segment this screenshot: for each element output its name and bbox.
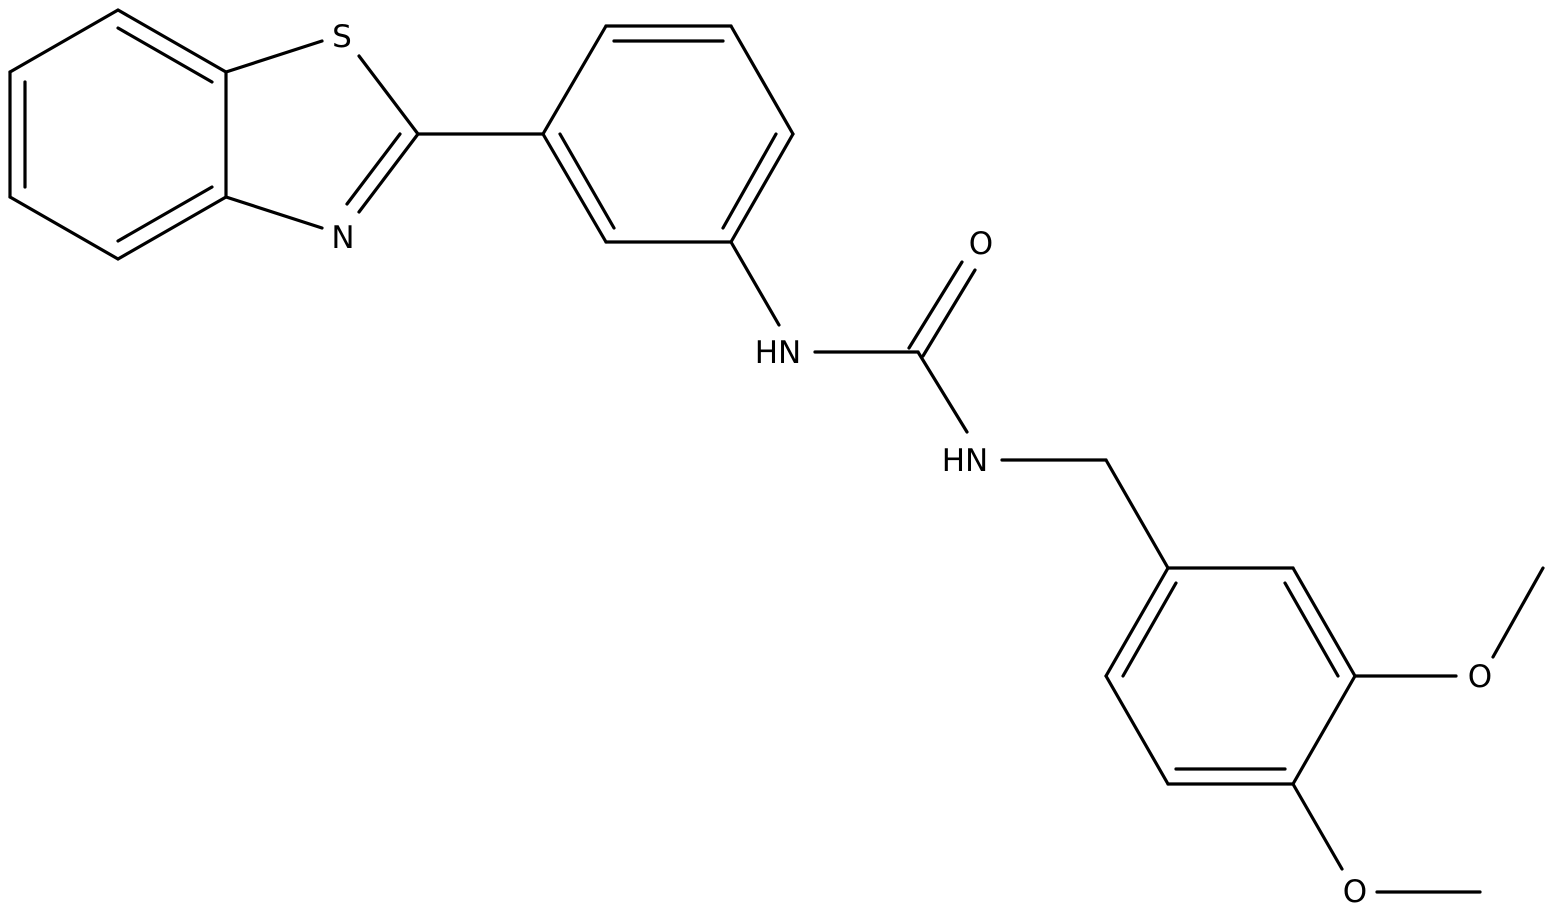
bond [1291, 674, 1357, 786]
bond [1104, 674, 1170, 786]
sulfur-atom-label: S [332, 19, 352, 55]
bond [116, 185, 214, 243]
atom-labels: S N HN O HN O O [331, 19, 1492, 910]
amine-nh-label-aryl: HN [755, 335, 802, 371]
bond [224, 195, 324, 230]
bond [116, 195, 228, 261]
carbonyl-oxygen-label: O [969, 226, 993, 262]
bond [1104, 458, 1170, 570]
bond [921, 268, 977, 358]
bond [1121, 581, 1178, 678]
methoxy-oxygen-label-upper: O [1468, 659, 1492, 695]
bond [357, 132, 420, 214]
bond [1491, 566, 1545, 659]
bond [721, 132, 778, 230]
bond [916, 350, 969, 434]
bonds [8, 8, 1545, 894]
bond [8, 195, 120, 261]
bond [1104, 566, 1170, 678]
amine-nh-label-benzyl: HN [942, 443, 989, 479]
bond [116, 8, 228, 74]
bond [729, 24, 795, 136]
bond [357, 54, 420, 136]
bond [116, 26, 214, 84]
bond [1283, 581, 1340, 678]
bond [345, 132, 402, 206]
bond [541, 132, 608, 244]
bond [1291, 782, 1344, 871]
bond [224, 39, 324, 74]
bond [729, 132, 795, 244]
bond [558, 132, 616, 230]
nitrogen-atom-label: N [331, 220, 354, 256]
methoxy-oxygen-label-lower: O [1343, 874, 1367, 910]
bond [8, 8, 120, 74]
bond [541, 24, 608, 136]
bond [907, 260, 964, 350]
bond [1291, 566, 1357, 678]
bond [729, 240, 781, 327]
